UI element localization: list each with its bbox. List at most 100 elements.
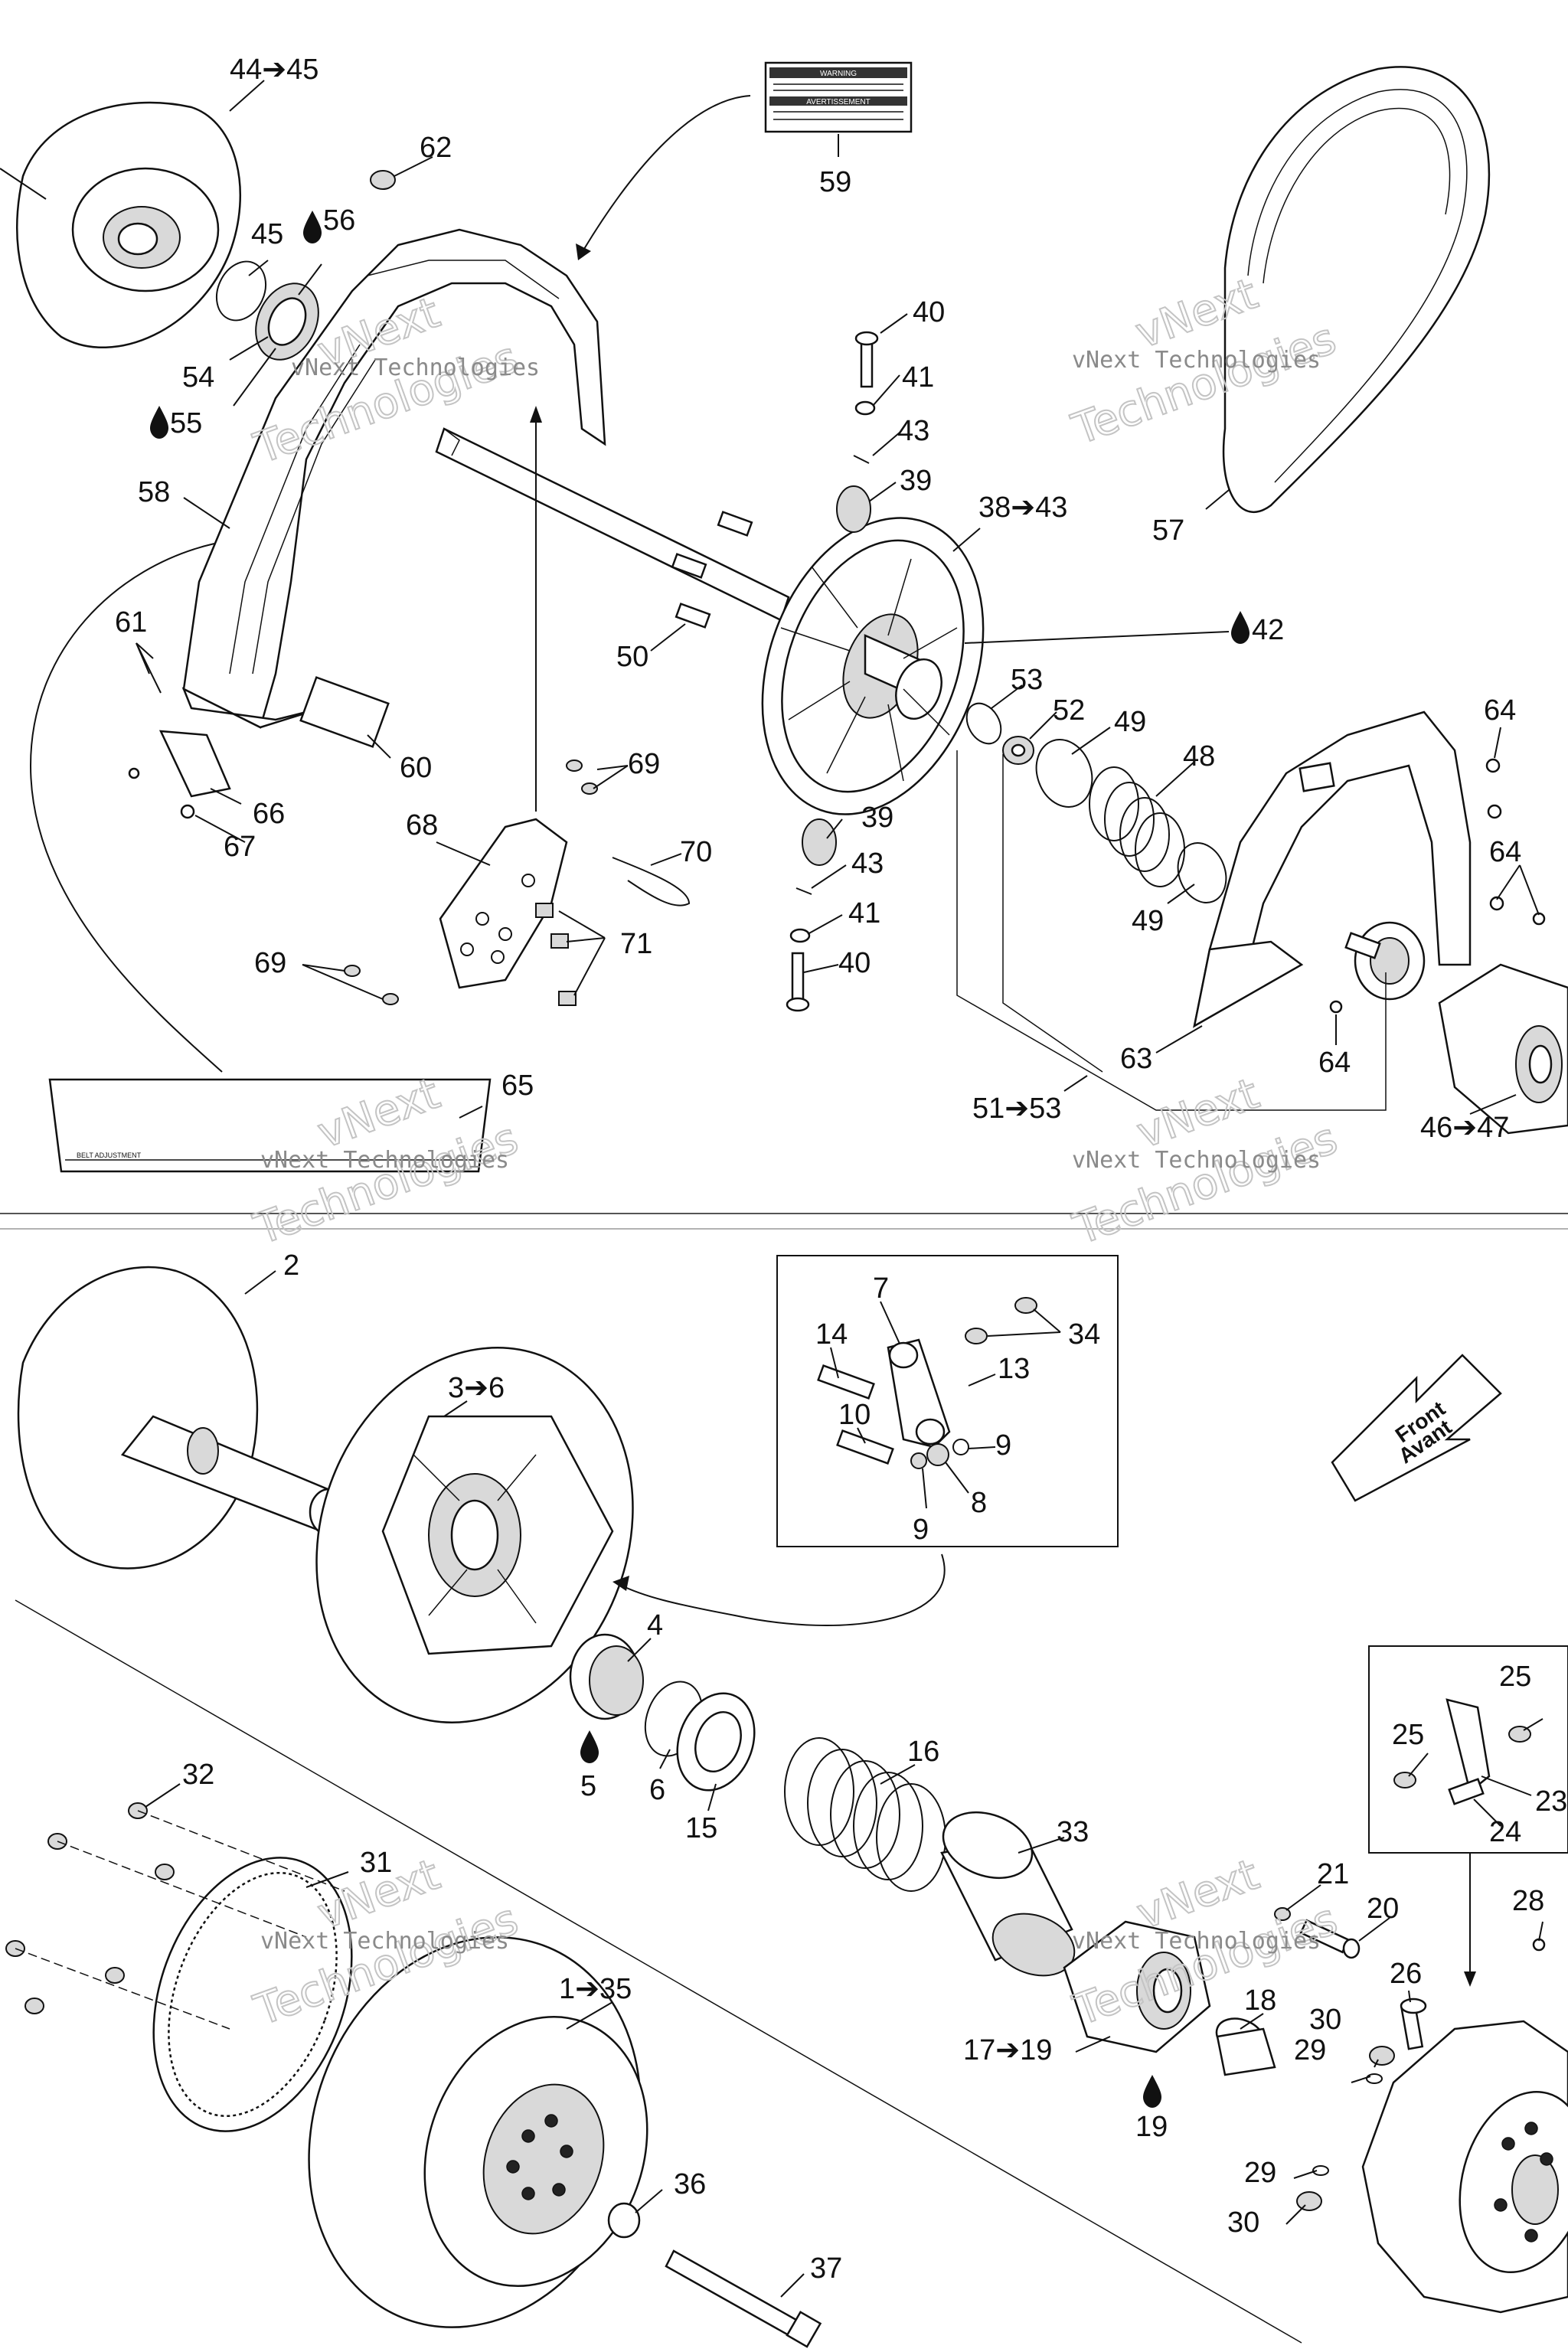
bushing-bottom-part — [802, 818, 837, 866]
callout-40-bottom: 40 — [838, 947, 871, 979]
callout-24: 24 — [1489, 1816, 1521, 1848]
spider-part — [1063, 1920, 1211, 2053]
callout-39-top: 39 — [900, 465, 932, 497]
callout-7: 7 — [873, 1272, 889, 1305]
leader-roller-head — [1464, 1971, 1476, 1987]
screw-32-part — [5, 1802, 345, 2030]
callout-15: 15 — [685, 1812, 717, 1844]
callout-39-bottom: 39 — [861, 802, 893, 834]
watermark-text: vNext Technologies — [1072, 1147, 1321, 1174]
callout-41-top: 41 — [902, 361, 934, 394]
leader-arrow-head — [576, 243, 591, 260]
callout-59: 59 — [819, 166, 851, 198]
callout-9-right: 9 — [995, 1429, 1011, 1462]
lubricant-drop-icon-5 — [580, 1730, 599, 1763]
callout-16: 16 — [907, 1736, 939, 1768]
rivet-64c-part — [1489, 896, 1504, 911]
pulley-hub-part — [1344, 921, 1426, 1001]
callout-37: 37 — [810, 2252, 842, 2285]
pin-part — [671, 511, 753, 629]
watermark-text: vNext Technologies — [260, 1928, 509, 1955]
leader-lines — [136, 80, 1544, 2298]
callout-60: 60 — [400, 752, 432, 784]
callout-64-top: 64 — [1484, 694, 1516, 727]
callout-55: 55 — [170, 407, 202, 439]
screw-top-part — [853, 331, 879, 464]
callout-51-53: 51➔53 — [972, 1093, 1061, 1125]
nut-71-part — [535, 903, 577, 1006]
warning-decal: WARNING AVERTISSEMENT — [764, 61, 913, 133]
callout-57: 57 — [1152, 514, 1184, 547]
leader-arrow-adjust — [29, 543, 223, 1073]
callout-63: 63 — [1120, 1043, 1152, 1075]
callout-36: 36 — [674, 2168, 706, 2200]
rivet-64b-part — [1487, 804, 1502, 819]
callout-5: 5 — [580, 1770, 596, 1802]
callout-52: 52 — [1053, 694, 1085, 727]
callout-25-right: 25 — [1499, 1661, 1531, 1693]
nut-part — [370, 170, 396, 190]
lever-detail-box — [776, 1255, 1119, 1547]
roller-arm-part — [1393, 1698, 1531, 1805]
bolt-37-part — [665, 2249, 822, 2348]
callout-43-bottom: 43 — [851, 848, 884, 880]
sliding-sheave-part — [315, 1347, 634, 1723]
callout-70: 70 — [680, 836, 712, 868]
sleeve-33-part — [940, 1811, 1076, 1977]
screw-bottom-part — [786, 887, 812, 1012]
callout-42: 42 — [1252, 614, 1284, 646]
drive-belt-part — [1222, 66, 1491, 514]
o-ring-49-bottom-part — [1177, 842, 1227, 903]
leader-to-hub-2 — [1002, 754, 1103, 1073]
callout-21: 21 — [1317, 1858, 1349, 1890]
hub-part — [1438, 963, 1568, 1135]
callout-18: 18 — [1244, 1984, 1276, 2017]
bushing-18-part — [1215, 2017, 1276, 2076]
driven-sheave-part — [761, 517, 985, 815]
callout-34: 34 — [1068, 1318, 1100, 1351]
bushing-30-part — [1296, 1938, 1546, 2211]
leader-arrow-decal — [581, 95, 751, 253]
snap-ring-part — [215, 260, 267, 322]
axis-line-bottom — [15, 1599, 1302, 2344]
lubricant-drop-icon-56 — [303, 211, 322, 243]
callout-4: 4 — [647, 1609, 663, 1642]
callout-64-right: 64 — [1489, 836, 1521, 868]
callout-49-bottom: 49 — [1132, 905, 1164, 937]
callout-2: 2 — [283, 1250, 299, 1282]
callout-32: 32 — [182, 1759, 214, 1791]
callout-49-top: 49 — [1114, 706, 1146, 738]
fixed-sheave-part — [0, 101, 242, 349]
callout-3-6: 3➔6 — [448, 1372, 505, 1404]
callout-28: 28 — [1512, 1885, 1544, 1917]
drive-fixed-sheave-part — [17, 1266, 350, 1570]
belt-adjust-decal-text: BELT ADJUSTMENT — [77, 1152, 142, 1159]
leader-to-hub — [956, 750, 1387, 1111]
callout-14: 14 — [815, 1318, 848, 1351]
lubricant-drop-icon-19 — [1143, 2075, 1161, 2108]
governor-cup-part — [1361, 2020, 1568, 2314]
o-ring-49-top-part — [1035, 739, 1093, 808]
callout-44-45: 44➔45 — [230, 54, 318, 86]
callout-29-top: 29 — [1294, 2034, 1326, 2066]
watermark-text: vNext Technologies — [1072, 347, 1321, 374]
callout-33: 33 — [1057, 1816, 1089, 1848]
callout-23: 23 — [1535, 1785, 1567, 1818]
callout-61: 61 — [115, 606, 147, 639]
seal-part — [255, 283, 319, 361]
lever-arm-part — [817, 1297, 1037, 1469]
warning-decal-subtitle: AVERTISSEMENT — [806, 98, 871, 106]
roller-detail-box — [1368, 1645, 1568, 1854]
callout-71: 71 — [620, 928, 652, 960]
callout-30-top: 30 — [1309, 2004, 1341, 2036]
callout-25-left: 25 — [1392, 1719, 1424, 1751]
callout-30-bottom: 30 — [1227, 2207, 1259, 2239]
callout-50: 50 — [616, 641, 648, 673]
callout-13: 13 — [998, 1353, 1030, 1385]
callout-66: 66 — [253, 798, 285, 830]
leader-bracket-head — [530, 406, 542, 423]
drive-pulley-assembly-part — [308, 1936, 648, 2328]
callout-41-bottom: 41 — [848, 897, 880, 929]
spring-48-part — [1089, 766, 1185, 887]
